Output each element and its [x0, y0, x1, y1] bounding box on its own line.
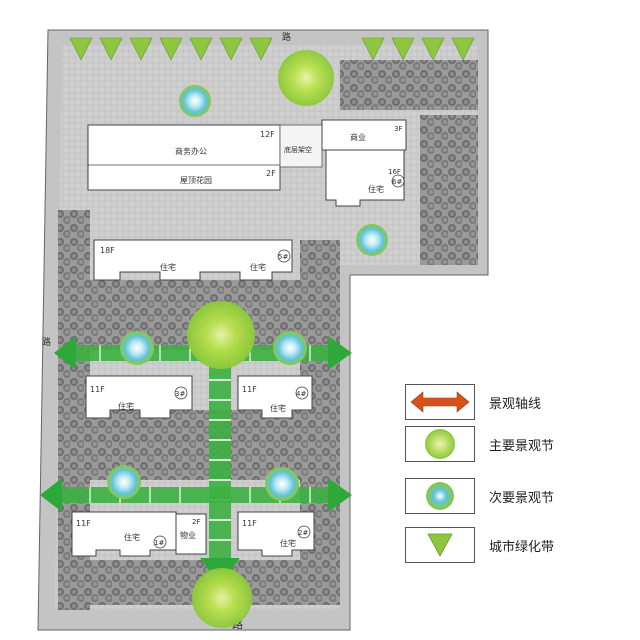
road-label-top: 路	[282, 31, 291, 43]
building-1-annex	[175, 513, 207, 555]
b3-floors: 11F	[90, 385, 105, 394]
b4-num: 4#	[296, 390, 306, 398]
secondary-node-2	[356, 224, 388, 256]
building-shop	[321, 119, 407, 151]
primary-node-icon	[425, 429, 455, 459]
green-belt-arrows	[69, 37, 475, 61]
commercial-12f-floors: 12F	[260, 130, 275, 139]
secondary-node-1	[179, 85, 211, 117]
b1-num: 1#	[154, 539, 164, 547]
b6-name: 住宅	[368, 184, 384, 194]
b1-annex-name: 物业	[180, 530, 196, 540]
b5-num: 5#	[278, 253, 288, 261]
axis-upper-arrow-right	[328, 336, 352, 370]
green-belt-arrow-icon	[427, 533, 453, 557]
b1-annex-floors: 2F	[192, 518, 200, 526]
road-label-left: 路	[42, 336, 51, 348]
legend-primary-swatch	[405, 426, 475, 462]
primary-node-bottom	[192, 568, 252, 628]
legend-greenbelt: 城市绿化带	[405, 526, 554, 564]
primary-node-center	[187, 301, 255, 369]
b5-floors: 18F	[100, 246, 115, 255]
legend-greenbelt-label: 城市绿化带	[489, 539, 555, 555]
b4-name: 住宅	[270, 403, 286, 413]
b6-num: 6#	[392, 178, 402, 186]
secondary-node-3	[120, 331, 154, 365]
legend-secondary-swatch	[405, 478, 475, 514]
building-commercial	[87, 124, 281, 191]
legend-axis-swatch	[405, 384, 475, 420]
legend-axis-label: 景观轴线	[489, 396, 542, 412]
axis-lower-arrow-right	[328, 478, 352, 512]
legend-axis: 景观轴线	[405, 383, 541, 421]
axis-upper-arrow-left	[54, 336, 76, 370]
building-4	[237, 375, 313, 419]
legend-primary: 主要景观节	[405, 425, 554, 463]
legend-secondary: 次要景观节	[405, 477, 554, 515]
building-clubhouse	[279, 124, 323, 168]
b2-floors: 11F	[242, 519, 257, 528]
clubhouse-name: 底层架空	[284, 145, 312, 154]
b2-name: 住宅	[280, 538, 296, 548]
b4-floors: 11F	[242, 385, 257, 394]
b5-name1: 住宅	[160, 262, 176, 272]
legend-primary-label: 主要景观节	[489, 438, 555, 454]
b3-num: 3#	[175, 390, 185, 398]
legend-greenbelt-swatch	[405, 527, 475, 563]
secondary-node-icon	[426, 482, 454, 510]
axis-vertical	[209, 340, 231, 558]
b1-floors: 11F	[76, 519, 91, 528]
tree-area-top	[340, 60, 478, 110]
shop-name: 商业	[350, 132, 366, 142]
commercial-2f-name: 屋顶花园	[180, 175, 212, 185]
b6-floors: 16F	[388, 168, 401, 176]
secondary-nodes	[107, 85, 388, 501]
secondary-node-5	[107, 465, 141, 499]
building-2	[237, 511, 315, 557]
secondary-node-4	[273, 331, 307, 365]
road-label-bottom: 路	[232, 618, 243, 631]
b1-name: 住宅	[124, 532, 140, 542]
commercial-12f-name: 商务办公	[175, 146, 207, 156]
b2-num: 2#	[298, 529, 308, 537]
legend-secondary-label: 次要景观节	[489, 490, 555, 506]
b3-name: 住宅	[118, 401, 134, 411]
tree-area-east	[420, 115, 478, 265]
primary-node-top	[278, 50, 334, 106]
arrow-double-orange-icon	[410, 391, 470, 413]
primary-nodes	[187, 50, 334, 628]
secondary-node-6	[265, 467, 299, 501]
building-3	[85, 375, 193, 419]
commercial-2f-floors: 2F	[266, 169, 276, 178]
shop-floors: 3F	[394, 125, 402, 133]
building-5	[93, 239, 293, 281]
b5-name2: 住宅	[250, 262, 266, 272]
building-6	[325, 149, 405, 207]
axis-lower-arrow-left	[40, 478, 62, 512]
